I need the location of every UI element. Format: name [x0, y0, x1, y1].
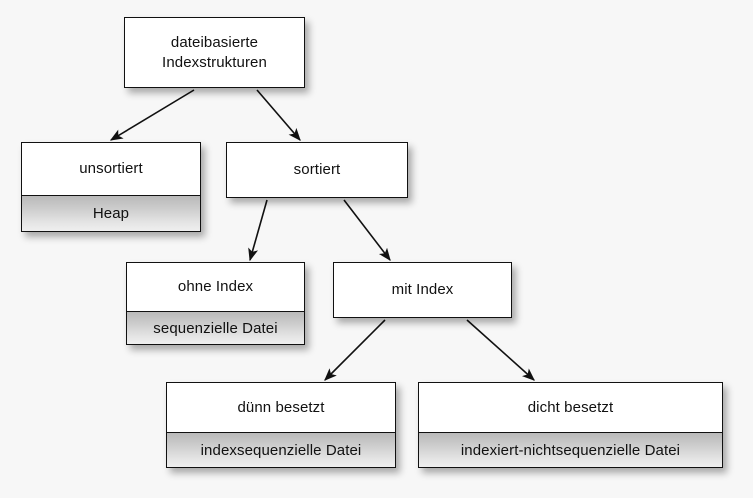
node-title-duenn-besetzt: dünn besetzt	[167, 383, 395, 432]
edge-sortiert-ohne-index	[248, 199, 268, 262]
node-subtitle-unsortiert: Heap	[22, 195, 200, 231]
node-subtitle-ohne-index: sequenzielle Datei	[127, 311, 304, 344]
edge-sortiert-mit-index	[343, 199, 391, 262]
node-title-mit-index: mit Index	[334, 263, 511, 317]
node-title-sortiert: sortiert	[227, 143, 407, 197]
node-subtitle-dicht-besetzt: indexiert-nichtsequenzielle Datei	[419, 432, 722, 467]
node-mit-index[interactable]: mit Index	[333, 262, 512, 318]
node-sortiert[interactable]: sortiert	[226, 142, 408, 198]
node-title-ohne-index: ohne Index	[127, 263, 304, 311]
node-title-unsortiert: unsortiert	[22, 143, 200, 195]
node-root[interactable]: dateibasierte Indexstrukturen	[124, 17, 305, 88]
node-title-dicht-besetzt: dicht besetzt	[419, 383, 722, 432]
edge-mit-index-dicht	[466, 319, 535, 381]
edge-root-unsortiert	[109, 89, 195, 141]
node-subtitle-duenn-besetzt: indexsequenzielle Datei	[167, 432, 395, 467]
node-title-root: dateibasierte Indexstrukturen	[125, 18, 304, 87]
edge-root-sortiert	[256, 89, 301, 141]
edge-mit-index-duenn	[324, 319, 386, 381]
